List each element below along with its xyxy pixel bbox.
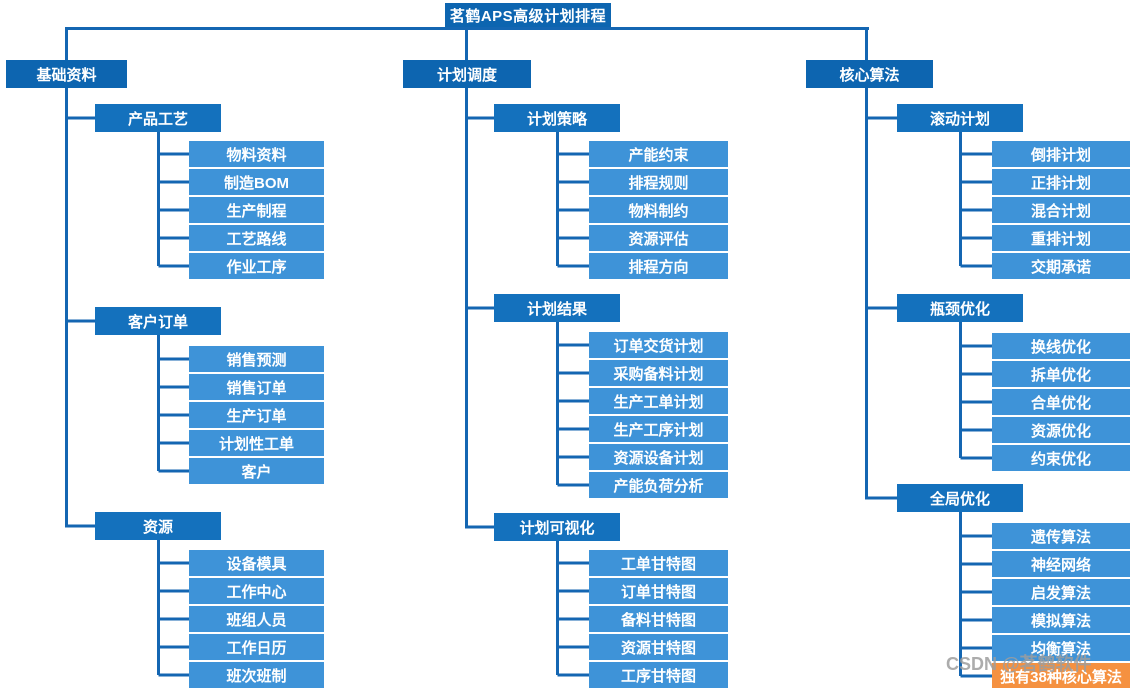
leaf-node: 生产订单 xyxy=(189,402,324,428)
leaf-node: 正排计划 xyxy=(992,169,1130,195)
leaf-node: 订单甘特图 xyxy=(589,578,728,604)
leaf-node: 产能负荷分析 xyxy=(589,472,728,498)
leaf-node: 生产制程 xyxy=(189,197,324,223)
leaf-node: 制造BOM xyxy=(189,169,324,195)
leaf-node: 班组人员 xyxy=(189,606,324,632)
leaf-node: 遗传算法 xyxy=(992,523,1130,549)
leaf-node: 均衡算法 xyxy=(992,635,1130,661)
highlight-node: 独有38种核心算法 xyxy=(992,663,1130,688)
leaf-node: 工序甘特图 xyxy=(589,662,728,688)
branch-node: 计划结果 xyxy=(494,294,620,322)
leaf-node: 物料资料 xyxy=(189,141,324,167)
leaf-node: 资源优化 xyxy=(992,417,1130,443)
connector xyxy=(465,88,589,677)
leaf-node: 采购备料计划 xyxy=(589,360,728,386)
leaf-node: 销售订单 xyxy=(189,374,324,400)
connector xyxy=(865,88,992,678)
leaf-node: 倒排计划 xyxy=(992,141,1130,167)
leaf-node: 产能约束 xyxy=(589,141,728,167)
branch-node: 计划可视化 xyxy=(494,513,620,541)
leaf-node: 资源甘特图 xyxy=(589,634,728,660)
root-node-planning: 计划调度 xyxy=(403,60,531,88)
leaf-node: 销售预测 xyxy=(189,346,324,372)
leaf-node: 生产工单计划 xyxy=(589,388,728,414)
leaf-node: 工单甘特图 xyxy=(589,550,728,576)
root-node-basic-data: 基础资料 xyxy=(6,60,127,88)
branch-node: 瓶颈优化 xyxy=(897,294,1023,322)
leaf-node: 启发算法 xyxy=(992,579,1130,605)
leaf-node: 混合计划 xyxy=(992,197,1130,223)
branch-node: 计划策略 xyxy=(494,104,620,132)
leaf-node: 换线优化 xyxy=(992,333,1130,359)
leaf-node: 排程规则 xyxy=(589,169,728,195)
leaf-node: 模拟算法 xyxy=(992,607,1130,633)
leaf-node: 交期承诺 xyxy=(992,253,1130,279)
leaf-node: 拆单优化 xyxy=(992,361,1130,387)
root-node-core-algorithms: 核心算法 xyxy=(806,60,933,88)
leaf-node: 班次班制 xyxy=(189,662,324,688)
branch-node: 滚动计划 xyxy=(897,104,1023,132)
leaf-node: 工艺路线 xyxy=(189,225,324,251)
leaf-node: 资源评估 xyxy=(589,225,728,251)
branch-node: 客户订单 xyxy=(95,307,221,335)
leaf-node: 计划性工单 xyxy=(189,430,324,456)
leaf-node: 重排计划 xyxy=(992,225,1130,251)
leaf-node: 作业工序 xyxy=(189,253,324,279)
leaf-node: 生产工序计划 xyxy=(589,416,728,442)
branch-node: 全局优化 xyxy=(897,484,1023,512)
connector xyxy=(65,88,189,677)
leaf-node: 物料制约 xyxy=(589,197,728,223)
leaf-node: 资源设备计划 xyxy=(589,444,728,470)
leaf-node: 工作日历 xyxy=(189,634,324,660)
leaf-node: 约束优化 xyxy=(992,445,1130,471)
leaf-node: 订单交货计划 xyxy=(589,332,728,358)
branch-node: 产品工艺 xyxy=(95,104,221,132)
leaf-node: 客户 xyxy=(189,458,324,484)
leaf-node: 神经网络 xyxy=(992,551,1130,577)
watermark: CSDN @茗鹤软件 xyxy=(946,654,1092,674)
leaf-node: 设备模具 xyxy=(189,550,324,576)
connector xyxy=(65,27,869,60)
leaf-node: 工作中心 xyxy=(189,578,324,604)
leaf-node: 合单优化 xyxy=(992,389,1130,415)
diagram-title: 茗鹤APS高级计划排程 xyxy=(445,3,611,27)
leaf-node: 备料甘特图 xyxy=(589,606,728,632)
branch-node: 资源 xyxy=(95,512,221,540)
leaf-node: 排程方向 xyxy=(589,253,728,279)
